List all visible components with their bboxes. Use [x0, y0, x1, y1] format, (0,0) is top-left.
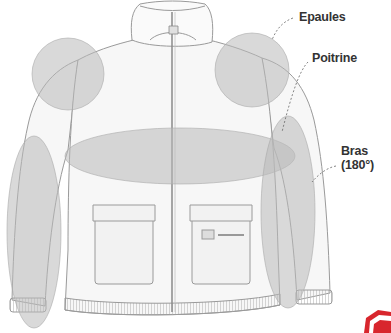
chest-zone — [65, 128, 295, 184]
shoulder-zone — [215, 33, 289, 107]
arm-zone — [7, 136, 61, 328]
zone-label: Epaules — [299, 10, 346, 24]
pockets — [93, 205, 252, 284]
measured-zones — [7, 33, 315, 328]
leader-lines — [272, 18, 336, 182]
zone-label: Poitrine — [312, 51, 357, 65]
zone-label: Bras (180°) — [341, 144, 385, 173]
shoulder-zone — [32, 38, 104, 110]
arm-zone — [261, 116, 315, 308]
logo — [364, 310, 391, 333]
